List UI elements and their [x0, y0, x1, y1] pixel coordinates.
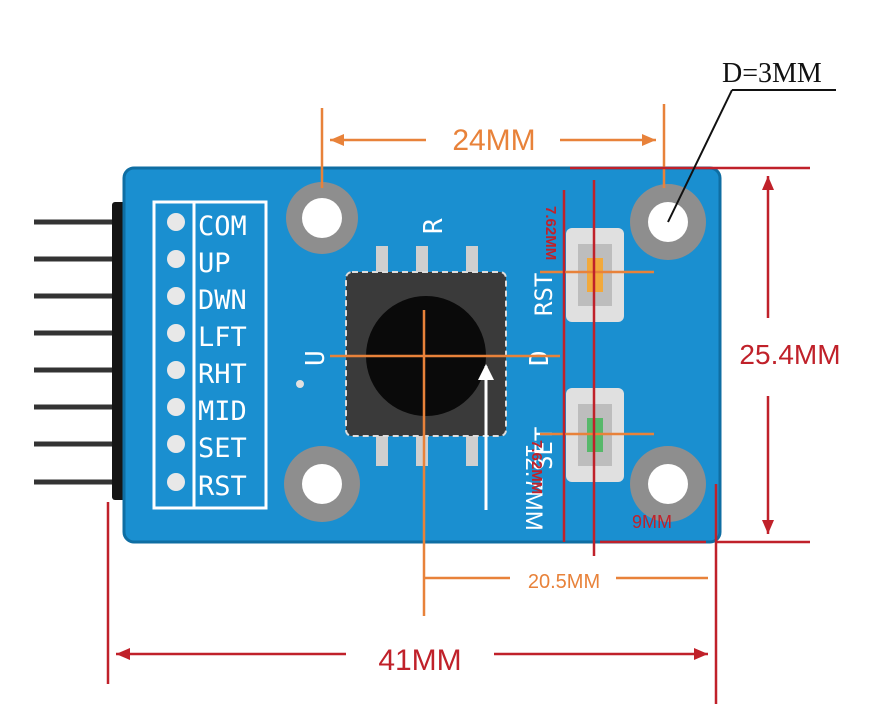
dim-switch-pitch-bottom: 7.62MM	[528, 440, 545, 494]
pin-label-lft: LFT	[198, 322, 247, 353]
dim-hole-pitch: 24MM	[452, 124, 535, 157]
joystick-label-u: U	[301, 350, 331, 366]
dim-joystick-offset: 20.5MM	[528, 571, 600, 593]
dim-switch-pitch-top: 7.62MM	[542, 206, 559, 260]
silkscreen-box	[152, 200, 268, 510]
pin-label-up: UP	[198, 248, 231, 279]
pin-label-rst: RST	[198, 471, 247, 502]
joystick-label-r: R	[419, 218, 449, 234]
header-pads	[167, 213, 185, 491]
via	[296, 380, 304, 388]
pin-labels: COM UP DWN LFT RHT MID SET RST	[198, 211, 247, 502]
pin-label-rht: RHT	[198, 359, 247, 390]
joystick-label-d: D	[525, 350, 555, 366]
header-pins	[34, 219, 122, 485]
pin-label-set: SET	[198, 433, 247, 464]
dim-width: 41MM	[378, 644, 461, 677]
pin-label-dwn: DWN	[198, 285, 247, 316]
pin-label-mid: MID	[198, 396, 247, 427]
dim-hole-diameter: D=3MM	[722, 58, 822, 89]
joystick-switch: U R D	[301, 218, 555, 466]
dimension-lines-red	[106, 166, 810, 704]
switch-label-rst: RST	[530, 273, 558, 316]
dimension-lines-orange	[320, 104, 708, 616]
dim-joystick-pitch: 12.7MM	[520, 444, 547, 531]
mounting-holes	[284, 182, 706, 522]
dim-height: 25.4MM	[739, 339, 840, 370]
dim-edge-offset: 9MM	[632, 512, 672, 532]
pin-label-com: COM	[198, 211, 247, 242]
